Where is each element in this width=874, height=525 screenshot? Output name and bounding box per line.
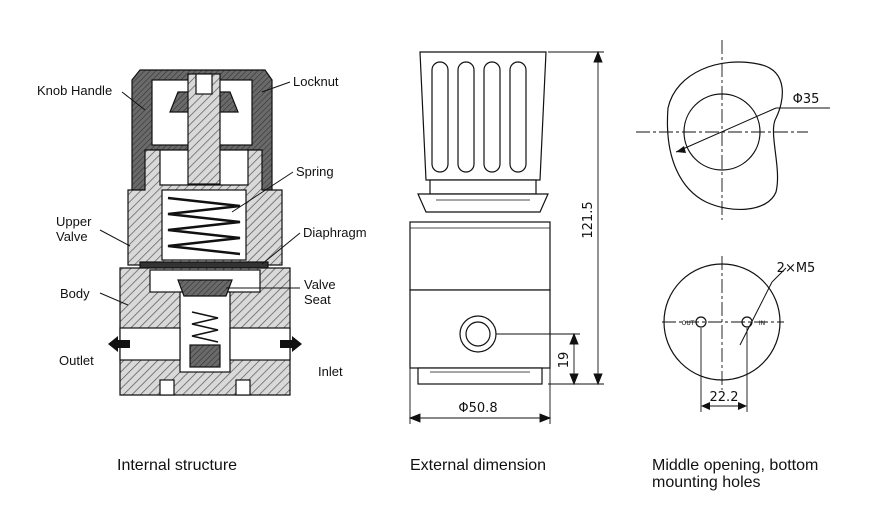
diameter-dim-text: Φ50.8 (458, 401, 497, 416)
out-hole (695, 316, 707, 328)
in-mark-text: IN (759, 320, 765, 327)
hole-spacing-text: 22.2 (710, 390, 739, 405)
caption-mounting-holes: Middle opening, bottom mounting holes (652, 457, 819, 491)
height-dim-text: 121.5 (581, 201, 596, 238)
inlet-arrow (280, 336, 302, 352)
caption-external-dimension: External dimension (410, 457, 547, 474)
holes-dim-text: 2×M5 (777, 261, 816, 276)
internal-structure-section (99, 69, 302, 396)
external-dimension-section (408, 50, 604, 424)
label-outlet: Outlet (59, 353, 94, 368)
irregular-boundary (666, 61, 783, 211)
label-upper-valve: Upper Valve (56, 214, 92, 244)
caption-internal-structure: Internal structure (117, 457, 238, 474)
upper-body-outline (409, 221, 551, 291)
label-knob-handle: Knob Handle (37, 83, 113, 98)
label-locknut: Locknut (293, 74, 339, 89)
port-height-dim-text: 19 (557, 352, 572, 369)
knob-ribs (431, 61, 527, 173)
diaphragm-shape (139, 261, 269, 269)
middle-opening-view (636, 40, 830, 220)
knob-outline (419, 51, 547, 181)
label-diaphragm: Diaphragm (303, 225, 367, 240)
opening-dia-text: Φ35 (793, 92, 820, 107)
outlet-arrow (108, 336, 130, 352)
mounting-holes-view (662, 256, 787, 412)
label-spring: Spring (296, 164, 334, 179)
valve-seat-shape (177, 279, 233, 297)
spring-coil (167, 196, 241, 256)
label-body: Body (60, 286, 90, 301)
label-valve-seat: Valve Seat (304, 277, 336, 307)
label-inlet: Inlet (318, 364, 343, 379)
out-mark-text: OUT (682, 320, 695, 327)
opening-dia-line (675, 107, 777, 153)
